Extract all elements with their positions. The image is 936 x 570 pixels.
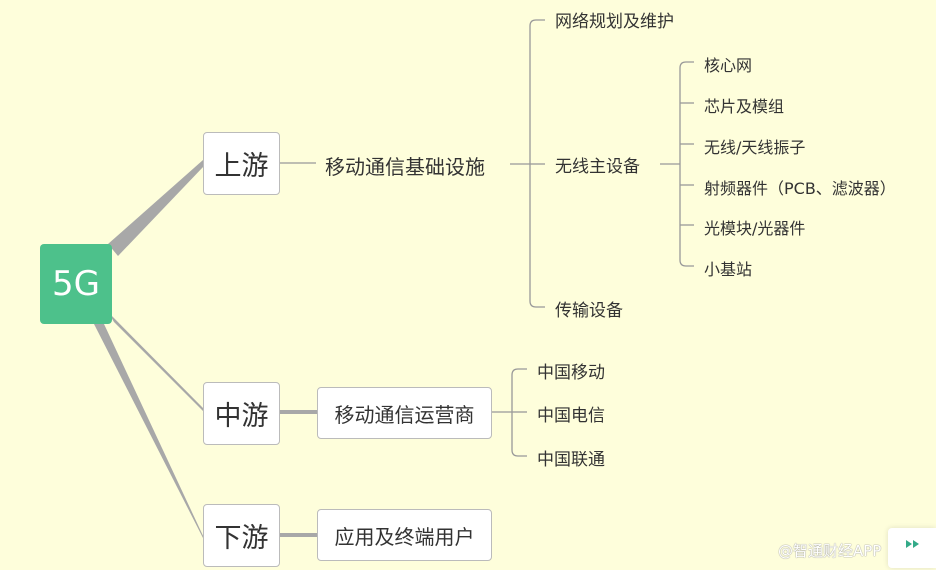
node-applications-end-users[interactable]: 应用及终端用户 <box>317 509 492 561</box>
root-node-5g[interactable]: 5G <box>40 244 112 324</box>
node-china-telecom[interactable]: 中国电信 <box>537 406 605 426</box>
node-mobile-infrastructure[interactable]: 移动通信基础设施 <box>325 155 485 179</box>
node-antenna[interactable]: 无线/天线振子 <box>704 138 806 157</box>
node-optical-modules[interactable]: 光模块/光器件 <box>704 219 806 238</box>
node-wireless-equipment[interactable]: 无线主设备 <box>555 157 640 177</box>
node-network-planning[interactable]: 网络规划及维护 <box>555 12 674 32</box>
node-china-mobile[interactable]: 中国移动 <box>537 363 605 383</box>
connector-root-upstream <box>108 160 204 256</box>
connector-root-midstream <box>108 312 204 412</box>
node-upstream[interactable]: 上游 <box>203 132 280 195</box>
corner-widget-arrow-icon <box>906 540 912 548</box>
node-core-network[interactable]: 核心网 <box>704 56 753 75</box>
node-midstream[interactable]: 中游 <box>203 382 280 445</box>
node-chips-modules[interactable]: 芯片及模组 <box>704 97 785 116</box>
node-rf-devices[interactable]: 射频器件（PCB、滤波器） <box>704 179 896 198</box>
node-transmission-equipment[interactable]: 传输设备 <box>555 301 623 321</box>
corner-widget[interactable] <box>888 528 936 568</box>
node-china-unicom[interactable]: 中国联通 <box>537 450 605 470</box>
node-downstream[interactable]: 下游 <box>203 504 280 567</box>
corner-widget-arrow-icon <box>913 540 919 548</box>
watermark: @智通财经APP <box>778 542 882 560</box>
node-small-cell[interactable]: 小基站 <box>704 260 753 279</box>
node-mobile-operators[interactable]: 移动通信运营商 <box>317 387 492 439</box>
connector-root-downstream <box>94 324 205 540</box>
